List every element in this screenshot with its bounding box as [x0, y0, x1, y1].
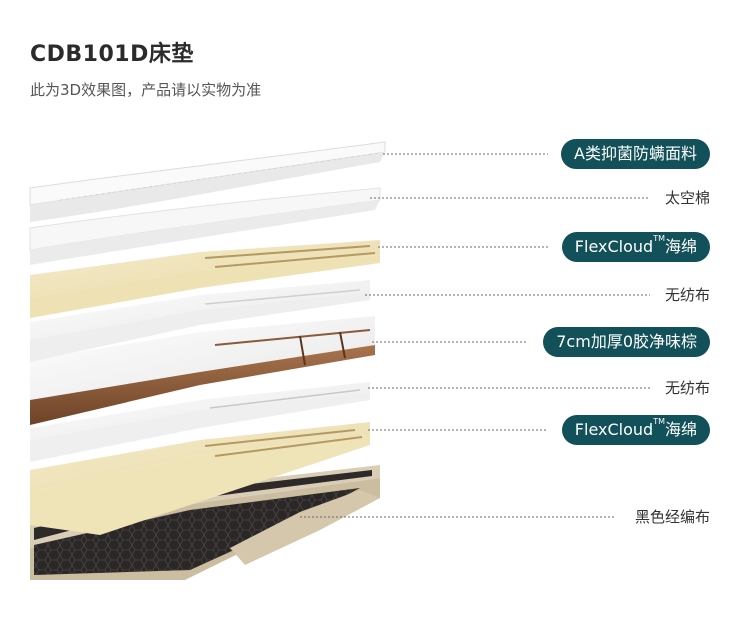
callout-label: 太空棉: [664, 189, 710, 207]
layer-space-cotton: [29, 187, 381, 265]
callout-label-suffix: 海绵: [664, 237, 697, 256]
layer-antibacterial-fabric: [29, 141, 386, 222]
callout-flexcloud-foam-bottom: FlexCloudTM海绵: [561, 415, 710, 445]
page-title: CDB101D床垫: [30, 42, 194, 67]
callout-label: 无纺布: [664, 286, 710, 304]
callout-label: 7cm加厚0胶净味棕: [556, 332, 697, 351]
trademark-mark: TM: [653, 234, 665, 243]
layer-flexcloud-foam-bottom: [30, 422, 370, 535]
callout-nonwoven-upper: 无纺布: [660, 280, 710, 310]
callout-black-knit-fabric: 黑色经编布: [630, 502, 710, 532]
callout-antibacterial-fabric: A类抑菌防螨面料: [561, 139, 710, 169]
layer-nonwoven-lower: [30, 382, 370, 462]
callout-nonwoven-lower: 无纺布: [660, 373, 710, 403]
callout-label: 无纺布: [664, 379, 710, 397]
layer-coconut-fiber: [30, 316, 375, 425]
trademark-mark: TM: [653, 417, 665, 426]
layer-nonwoven-upper: [30, 280, 370, 362]
page-subtitle: 此为3D效果图，产品请以实物为准: [30, 81, 262, 99]
callout-label-suffix: 海绵: [664, 420, 697, 439]
callout-label: 黑色经编布: [634, 508, 710, 526]
layer-black-knit-fabric: [30, 465, 380, 580]
callout-flexcloud-foam-top: FlexCloudTM海绵: [561, 232, 710, 262]
callout-coconut-fiber: 7cm加厚0胶净味棕: [543, 327, 710, 357]
callout-label: FlexCloud: [574, 237, 654, 256]
callout-label: FlexCloud: [574, 420, 654, 439]
leader-lines: [300, 153, 650, 518]
layer-flexcloud-foam-top: [30, 240, 380, 318]
callout-space-cotton: 太空棉: [660, 183, 710, 213]
callout-label: A类抑菌防螨面料: [574, 144, 697, 163]
